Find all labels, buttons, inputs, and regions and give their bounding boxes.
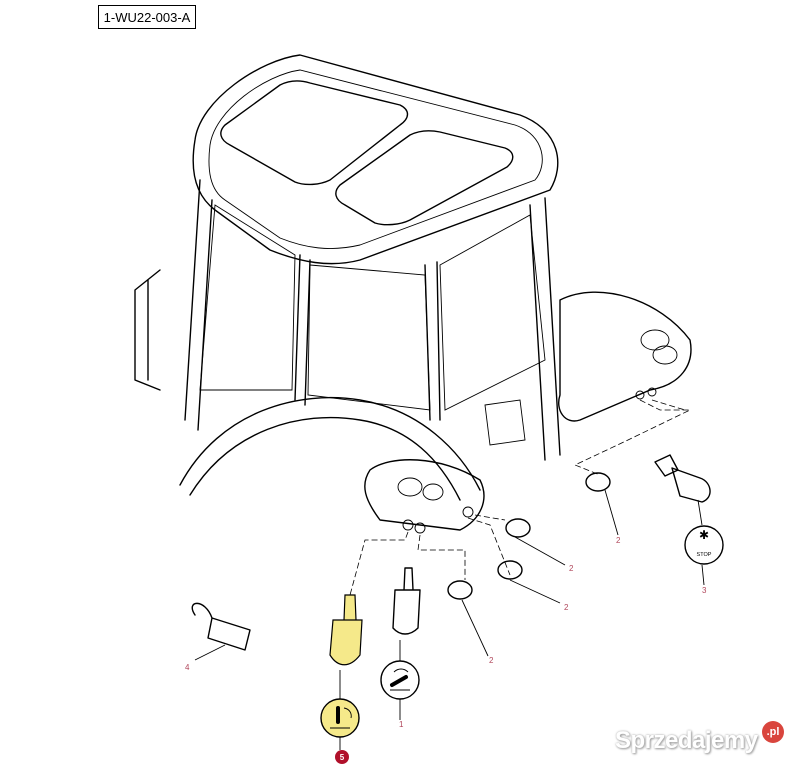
- watermark-logo: Sprzedajemy: [615, 727, 758, 754]
- key-switch-part: [654, 454, 711, 503]
- callout-5-badge: [335, 750, 349, 764]
- connector-4-part: [191, 602, 251, 651]
- svg-text:✱: ✱: [699, 528, 709, 542]
- cab-roof: [192, 54, 559, 265]
- callout-2: 2: [569, 564, 574, 573]
- switch-1-part: [392, 567, 421, 635]
- switch-1-symbol: [380, 660, 420, 700]
- callout-2: 2: [489, 656, 494, 665]
- callout-3: 3: [702, 586, 707, 595]
- stop-switch-symbol: ✱ STOP: [684, 525, 724, 565]
- stop-label: STOP: [697, 552, 712, 558]
- cab-frame: [134, 179, 692, 534]
- leader-lines: [194, 399, 705, 750]
- callout-5: 5: [340, 753, 345, 762]
- callout-4: 4: [185, 663, 190, 672]
- watermark-logo-suffix: .pl: [762, 721, 784, 743]
- callout-2: 2: [564, 603, 569, 612]
- callout-1: 1: [399, 720, 404, 729]
- plug-caps: [447, 472, 611, 600]
- callouts: 2 3 2 2 2 4 1 5: [185, 536, 707, 764]
- callout-2: 2: [616, 536, 621, 545]
- switch-5-symbol: [320, 698, 360, 738]
- reference-code-label: 1-WU22-003-A: [98, 5, 196, 29]
- switch-5-highlighted-part: [329, 594, 363, 666]
